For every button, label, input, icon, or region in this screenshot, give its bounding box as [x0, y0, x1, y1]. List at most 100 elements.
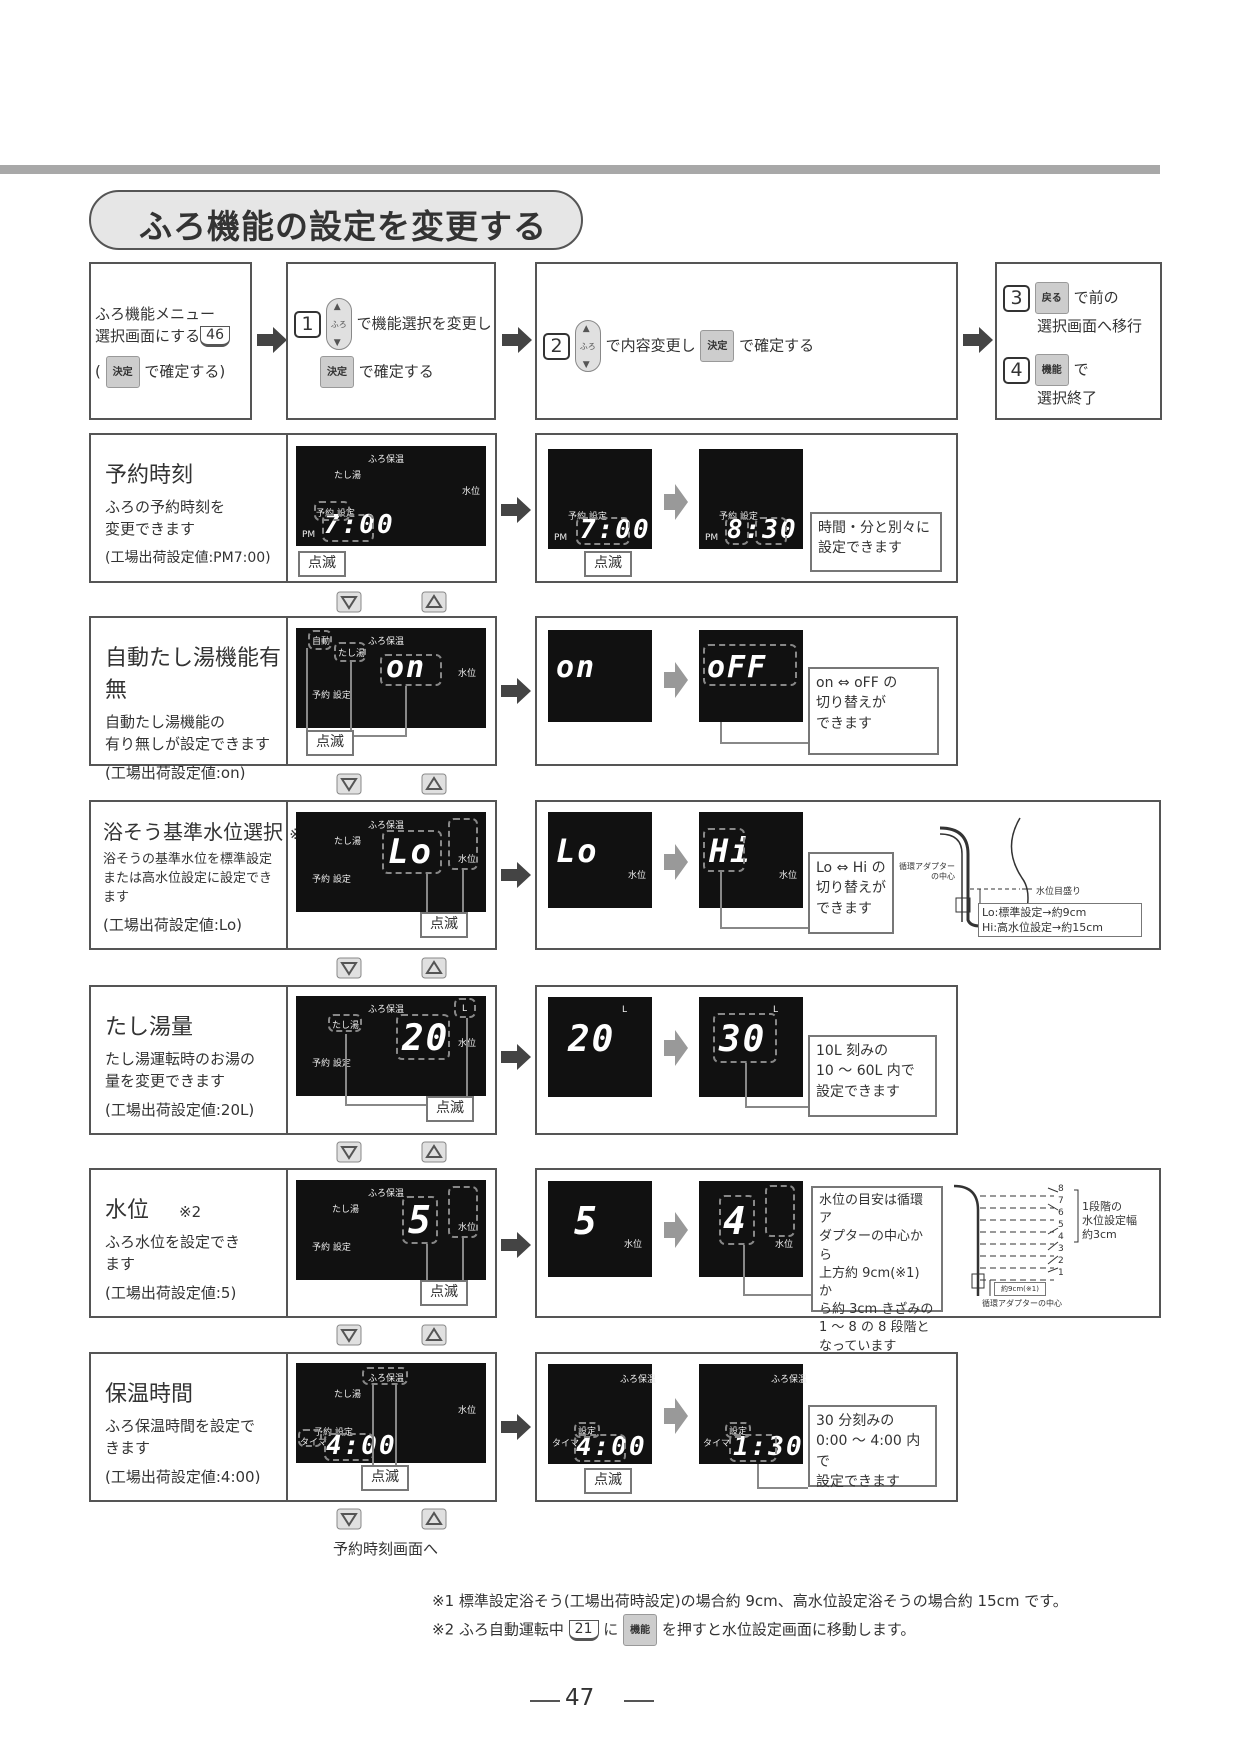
blink-tag: 点滅 [420, 1280, 468, 1306]
up-key-icon [421, 957, 447, 979]
row-heading: 予約時刻 [105, 463, 194, 488]
lcd-display-before: 水位 5 [548, 1181, 652, 1277]
lcd-label: L [462, 1004, 468, 1014]
change-arrow-icon [664, 1212, 688, 1248]
blink-mark [362, 1367, 408, 1385]
lcd-display-after: 水位 4 [699, 1181, 803, 1277]
lcd-value: 7:00 [580, 515, 651, 545]
blink-mark [725, 1422, 751, 1438]
step-1-row1: 1 ▲ふろ▼ で機能選択を変更し [294, 298, 492, 350]
leader-line [757, 1487, 808, 1489]
blink-mark [703, 644, 797, 686]
blink-tag: 点滅 [420, 912, 468, 938]
change-arrow-icon [664, 1398, 688, 1434]
modoru-key: 戻る [1034, 282, 1069, 314]
leader-line [745, 1063, 747, 1107]
note-line: 設定できます [816, 1473, 900, 1490]
row-desc: たし湯運転時のお湯の量を変更できます [105, 1049, 287, 1093]
top-divider-bar [0, 165, 1160, 174]
level-diagram [953, 1184, 1079, 1296]
lcd-label: 水位 [458, 669, 477, 679]
row-note: on ⇔ oFF の切り替えができます [808, 667, 939, 755]
desc-line: ふろ保温時間を設定で [105, 1417, 256, 1435]
lcd-label: タイマ [300, 1438, 328, 1448]
desc-line: 量を変更できます [105, 1071, 226, 1090]
lcd-label: たし湯 [334, 837, 362, 847]
step-3-row: 3 戻る で前の [1003, 282, 1119, 314]
rocker-label: ふろ [579, 342, 596, 351]
footnote-2-part-c: を押すと水位設定画面に移動します。 [661, 1620, 916, 1639]
footnote-mark: ※2 [179, 1203, 202, 1221]
lcd-label: ふろ保温 [620, 1375, 657, 1385]
desc-line: 浴そうの基準水位を標準設定 [103, 852, 273, 867]
row-divider [286, 1168, 288, 1318]
row-divider [286, 616, 288, 766]
note-line: 設定できます [818, 540, 902, 557]
lcd-value: on [556, 650, 597, 685]
lcd-label: たし湯 [332, 1021, 360, 1031]
step-3-text2: 選択画面へ移行 [1037, 317, 1143, 335]
blink-mark [298, 1429, 322, 1447]
lcd-label: ふろ保温 [368, 1374, 405, 1384]
step-2-row: 2 ▲ふろ▼ で内容変更し 決定 で確定する [543, 320, 814, 372]
row-heading: 保温時間 [105, 1382, 194, 1407]
step-1-row2: 決定 で確定する [320, 356, 434, 388]
lcd-label: たし湯 [334, 1390, 362, 1400]
blink-mark [576, 517, 630, 545]
page-ref-46[interactable]: 46 [200, 325, 230, 347]
lcd-label: 水位 [458, 855, 477, 865]
diagram-mark-label: 水位目盛り [1036, 887, 1082, 897]
leader-line [354, 735, 407, 737]
lcd-label: たし湯 [338, 649, 366, 659]
page-title: ふろ機能の設定を変更する [139, 207, 547, 246]
lcd-value: 4 [723, 1199, 748, 1243]
row-suii-label: 水位※2 ふろ水位を設定できます (工場出荷設定値:5) [105, 1192, 287, 1303]
desc-line: ます [105, 1254, 136, 1273]
leader-line [743, 1294, 811, 1296]
change-arrow-icon [664, 844, 688, 880]
blink-mark [382, 830, 442, 874]
level-numbers: 8 7 6 5 4 3 2 1 [1058, 1183, 1064, 1279]
kettei-key: 決定 [700, 330, 735, 362]
blink-mark [725, 517, 749, 545]
blink-mark [314, 501, 350, 521]
blink-mark [324, 1433, 374, 1461]
blink-tag: 点滅 [584, 1468, 632, 1494]
lcd-label: 予約 設定 [312, 1243, 351, 1253]
blink-mark [308, 630, 332, 650]
note-line: できます [816, 900, 872, 917]
lcd-value: Lo [388, 832, 433, 872]
lcd-display: 自動 たし湯 ふろ保温 予約 設定 水位 on [296, 628, 486, 728]
step-2-box: 2 ▲ふろ▼ で内容変更し 決定 で確定する [535, 262, 958, 420]
level-number: 7 [1058, 1196, 1064, 1206]
blink-tag: 点滅 [361, 1465, 409, 1491]
footnote-2-part-b: に [603, 1620, 619, 1639]
lcd-display-before: 水位 Lo [548, 812, 652, 908]
leader-line [426, 1244, 428, 1286]
blink-mark [713, 1013, 777, 1063]
note-line: 設定できます [816, 1083, 900, 1100]
step-start-line3: ( 決定 で確定する) [95, 355, 230, 388]
leader-line [720, 722, 722, 744]
diagram-adapter-label: 循環アダプターの中心 [899, 862, 955, 882]
down-key-icon [336, 957, 362, 979]
step-2-text2: で確定する [739, 336, 815, 355]
step-start-line1: ふろ機能メニュー [95, 305, 216, 323]
note-line: 切り替えが [816, 880, 886, 897]
page-ref-21[interactable]: 21 [568, 1619, 599, 1641]
diagram-text: Lo:標準設定→約9cm [982, 906, 1087, 919]
step-4-text2: 選択終了 [1037, 389, 1098, 407]
row-desc: ふろ水位を設定できます [105, 1232, 287, 1276]
level-number: 1 [1058, 1268, 1064, 1278]
blink-mark [574, 1434, 626, 1462]
up-down-rocker-icon: ▲ふろ▼ [325, 298, 352, 350]
factory-default: (工場出荷設定値:on) [105, 763, 246, 782]
lcd-value: Lo [556, 832, 599, 870]
desc-line: または高水位設定に設定でき [103, 870, 273, 886]
leader-line [466, 1018, 468, 1098]
blink-mark [380, 654, 442, 686]
row-divider [286, 433, 288, 583]
